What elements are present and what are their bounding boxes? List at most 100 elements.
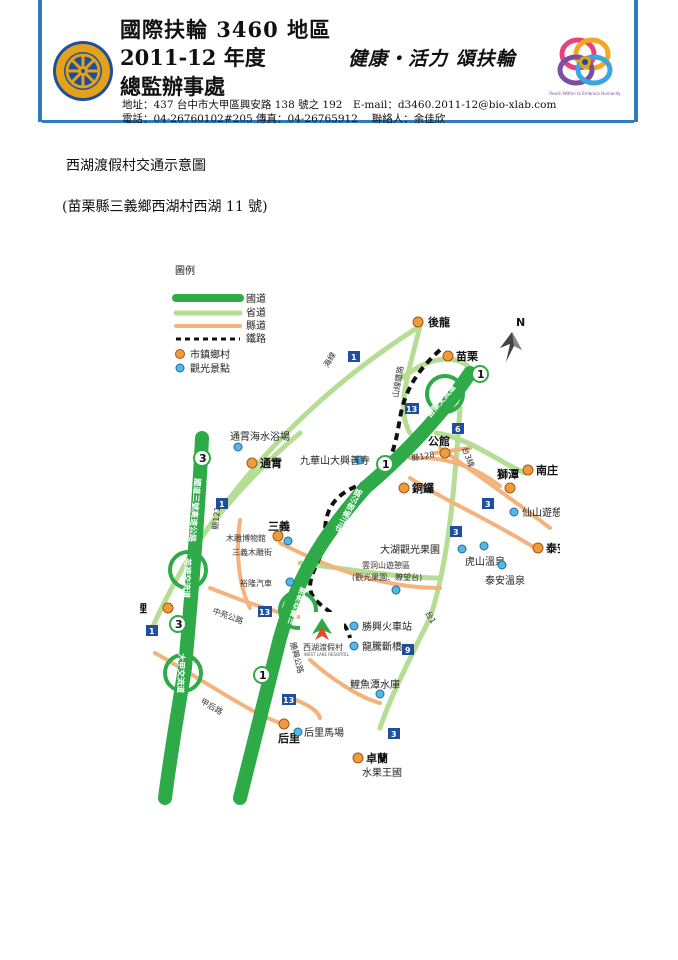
label-zhongping: 中苑公路 — [211, 605, 244, 625]
national-highways — [158, 366, 477, 805]
svg-text:3: 3 — [175, 618, 183, 631]
highway-shields: 3 3 1 1 1 1 1 1 13 13 13 6 3 3 3 9 — [146, 351, 494, 739]
shield-prov-6: 6 — [452, 423, 464, 434]
document-title: 西湖渡假村交通示意圖 — [66, 158, 206, 174]
svg-text:3: 3 — [199, 452, 207, 465]
shield-prov-13-a: 13 — [405, 403, 419, 414]
spot-guandaoshan-1: 雲洞山遊憩區 — [362, 560, 410, 570]
shield-prov-1-a: 1 — [348, 351, 360, 362]
legend-town: 市鎮鄉村 — [190, 348, 230, 361]
legend-title: 圖例 — [175, 264, 195, 277]
resort-name-en: WEST LAKE RESORTEL — [304, 652, 350, 657]
shield-prov-1-c: 1 — [146, 625, 158, 636]
label-houli-ic: 后里交流道 — [239, 657, 256, 698]
shield-prov-1-b: 1 — [216, 498, 228, 509]
legend-national: 國道 — [246, 292, 266, 305]
spot-guandaoshan-2: (觀光果園、瞭望台) — [352, 572, 422, 582]
svg-text:1: 1 — [477, 368, 485, 381]
slogan: 健康・活力 頌扶輪 — [348, 48, 516, 70]
town-zhuolan: 卓蘭 — [366, 751, 388, 765]
legend-county: 縣道 — [246, 319, 266, 332]
north-label: N — [516, 316, 525, 329]
spot-museum-1: 木雕博物館 — [226, 533, 266, 543]
traffic-map: 圖例 國道 省道 縣道 鐵路 市鎮鄉村 觀光景點 N — [140, 258, 560, 818]
map-legend: 圖例 國道 省道 縣道 鐵路 市鎮鄉村 觀光景點 — [172, 264, 266, 375]
svg-text:1: 1 — [351, 353, 357, 362]
svg-text:3: 3 — [391, 730, 397, 739]
legend-scenic-dot — [175, 363, 185, 373]
interchanges — [163, 374, 465, 693]
xihu-resort-marker: 西湖渡假村 WEST LAKE RESORTEL — [300, 612, 350, 657]
year-title: 2011-12 年度 — [120, 45, 266, 70]
label-dajia-ic: 大甲交流道 — [176, 653, 187, 693]
rotary-logo — [52, 40, 114, 102]
svg-text:1: 1 — [259, 669, 267, 682]
address-line: 地址：437 台中市大甲區興安路 138 號之 192 E-mail：d3460… — [122, 99, 557, 111]
scenic-spots: 通霄海水浴場 九華山大興善寺 仙山遊憩區 大湖觀光果園 虎山溫泉 泰安溫泉 雲洞… — [226, 430, 560, 739]
shield-1-north: 1 — [471, 365, 489, 383]
header-left-border — [38, 0, 42, 122]
spot-museum-2: 三義木雕街 — [232, 547, 272, 557]
spot-huxishan: 虎山溫泉 — [465, 555, 505, 568]
svg-text:6: 6 — [455, 425, 461, 434]
town-yuanli: 苑裡 — [140, 601, 147, 615]
svg-text:13: 13 — [283, 696, 294, 705]
svg-text:1: 1 — [382, 458, 390, 471]
shield-prov-13-c: 13 — [282, 694, 296, 705]
document-address: (苗栗縣三義鄉西湖村西湖 11 號) — [62, 199, 268, 215]
header-right-border — [634, 0, 638, 122]
shield-prov-13-b: 13 — [258, 606, 272, 617]
town-tongluo: 銅鑼 — [412, 481, 434, 495]
spot-xianshan: 仙山遊憩區 — [522, 506, 560, 519]
town-nanzhuang: 南庄 — [536, 463, 558, 477]
svg-text:13: 13 — [259, 608, 270, 617]
label-yuanli-ic: 苑裡交流道 — [182, 557, 193, 598]
town-shitan: 獅潭 — [496, 467, 519, 481]
town-sanyi: 三義 — [268, 519, 290, 533]
office-title: 總監辦事處 — [120, 74, 225, 99]
shield-prov-9: 9 — [402, 644, 414, 655]
svg-text:1: 1 — [149, 627, 155, 636]
railway — [307, 348, 442, 639]
shield-prov-3-b: 3 — [450, 526, 462, 537]
svg-text:1: 1 — [219, 500, 225, 509]
legend-town-dot — [175, 349, 185, 359]
district-title: 國際扶輪 3460 地區 — [120, 17, 332, 42]
legend-provincial: 省道 — [246, 306, 266, 319]
town-tongxiao: 通霄 — [260, 456, 282, 470]
resort-name: 西湖渡假村 — [303, 642, 343, 652]
spot-houli-horse: 后里馬場 — [304, 726, 344, 739]
svg-text:3: 3 — [453, 528, 459, 537]
theme-logo: Reach Within to Embrace Humanity — [548, 28, 622, 102]
spot-dahu: 大湖觀光果園 — [380, 543, 440, 556]
town-houlong: 後龍 — [428, 315, 450, 329]
spot-shengxing: 勝興火車站 — [362, 620, 412, 633]
spot-taian-spring: 泰安溫泉 — [485, 574, 525, 587]
phone-line: 電話：04-26760102#205 傳真：04-26765912 聯絡人：余佳… — [122, 113, 446, 125]
svg-text:9: 9 — [405, 646, 411, 655]
shield-3-south: 3 — [169, 615, 187, 633]
spot-yuteng: 裕隆汽車 — [240, 578, 272, 588]
shield-prov-3-a: 3 — [482, 498, 494, 509]
shield-1-south: 1 — [253, 666, 271, 684]
spot-longteng: 龍騰斷橋 — [362, 640, 402, 653]
town-gongguan: 公館 — [428, 434, 450, 448]
legend-railway: 鐵路 — [246, 332, 266, 345]
label-coast: 海線 — [321, 350, 338, 369]
spot-tongxiao-beach: 通霄海水浴場 — [230, 430, 290, 443]
shield-prov-3-c: 3 — [388, 728, 400, 739]
legend-scenic: 觀光景點 — [190, 362, 230, 375]
label-county-121: 縣121 — [210, 506, 222, 530]
label-jiaxiao: 甲后路 — [199, 696, 225, 717]
town-zhuolan-sub: 水果王國 — [362, 767, 402, 779]
shield-1-mid: 1 — [376, 455, 394, 473]
shield-3-north: 3 — [193, 449, 211, 467]
spot-liyutan: 鯉魚潭水庫 — [350, 678, 400, 691]
theme-logo-caption: Reach Within to Embrace Humanity — [549, 91, 621, 96]
svg-text:13: 13 — [406, 405, 417, 414]
north-arrow-icon: N — [500, 316, 525, 362]
town-miaoli: 苗栗 — [456, 349, 478, 363]
spot-jiuhuashan: 九華山大興善寺 — [300, 454, 370, 467]
town-taian: 泰安 — [545, 541, 560, 555]
towns: 後龍 苗栗 通霄 公館 銅鑼 獅潭 南庄 三義 泰安 苑裡 后里 卓蘭 水果王國 — [140, 315, 560, 779]
